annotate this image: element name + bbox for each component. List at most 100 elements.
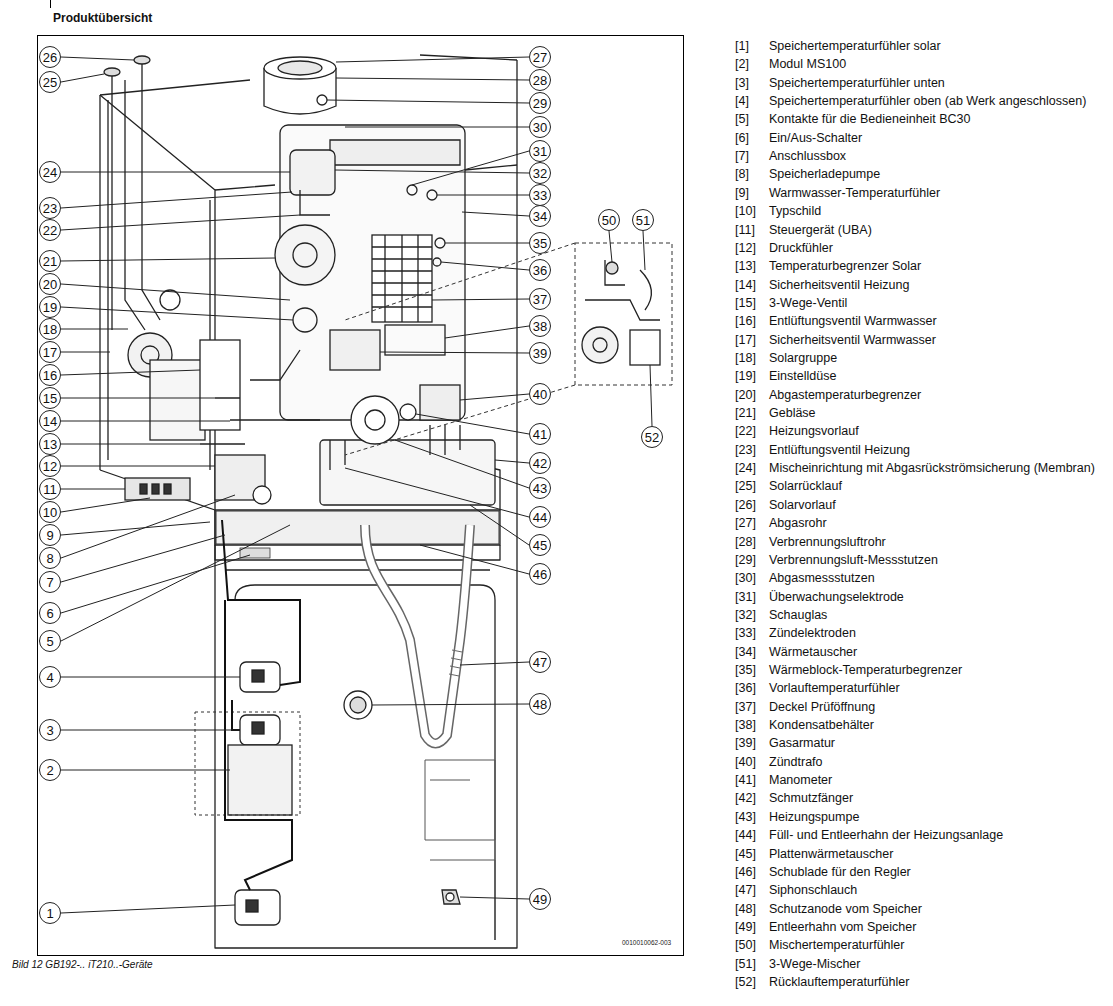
callout-number: 51 — [632, 209, 654, 231]
callout-number: 19 — [39, 296, 61, 318]
callout-text: 52 — [645, 431, 659, 444]
callout-text: 49 — [533, 893, 547, 906]
part-name: Gasarmatur — [769, 735, 835, 751]
callout-text: 13 — [43, 438, 57, 451]
key-number: [33] — [735, 625, 756, 641]
callout-number: 29 — [529, 92, 551, 114]
callout-number: 45 — [529, 534, 551, 556]
key-number: [24] — [735, 460, 756, 476]
callout-text: 10 — [43, 506, 57, 519]
callout-text: 34 — [533, 210, 547, 223]
callout-number: 4 — [39, 666, 61, 688]
callout-text: 50 — [602, 214, 616, 227]
key-number: [25] — [735, 478, 756, 494]
part-name: Temperaturbegrenzer Solar — [769, 258, 921, 274]
callout-text: 4 — [46, 671, 53, 684]
callout-number: 34 — [529, 205, 551, 227]
part-name: Modul MS100 — [769, 56, 846, 72]
callout-text: 11 — [43, 483, 57, 496]
part-name: Warmwasser-Temperaturfühler — [769, 185, 940, 201]
callout-text: 39 — [533, 347, 547, 360]
callout-number: 35 — [529, 232, 551, 254]
callout-number: 39 — [529, 342, 551, 364]
callout-number: 42 — [529, 452, 551, 474]
callout-text: 32 — [533, 167, 547, 180]
callout-number: 2 — [39, 759, 61, 781]
key-number: [48] — [735, 901, 756, 917]
key-number: [2] — [735, 56, 749, 72]
key-number: [31] — [735, 589, 756, 605]
key-number: [21] — [735, 405, 756, 421]
callout-text: 9 — [46, 529, 53, 542]
part-name: Sicherheitsventil Warmwasser — [769, 332, 936, 348]
callout-number: 37 — [529, 288, 551, 310]
part-name: Verbrennungsluft-Messstutzen — [769, 552, 938, 568]
callout-number: 26 — [39, 46, 61, 68]
callout-number: 20 — [39, 273, 61, 295]
callout-text: 45 — [533, 539, 547, 552]
callout-number: 24 — [39, 161, 61, 183]
callout-number: 30 — [529, 116, 551, 138]
key-number: [20] — [735, 387, 756, 403]
part-name: Füll- und Entleerhahn der Heizungsanlage — [769, 827, 1003, 843]
part-name: Speichertemperaturfühler unten — [769, 75, 945, 91]
callout-text: 6 — [46, 607, 53, 620]
part-name: Solarvorlauf — [769, 497, 836, 513]
callout-number: 5 — [39, 630, 61, 652]
callout-number: 33 — [529, 184, 551, 206]
key-number: [27] — [735, 515, 756, 531]
key-number: [47] — [735, 882, 756, 898]
part-name: Solargruppe — [769, 350, 837, 366]
part-name: Schublade für den Regler — [769, 864, 911, 880]
key-number: [17] — [735, 332, 756, 348]
key-number: [49] — [735, 919, 756, 935]
part-name: Abgastemperaturbegrenzer — [769, 387, 921, 403]
key-number: [8] — [735, 166, 749, 182]
callout-number: 13 — [39, 433, 61, 455]
part-name: Kondensatbehälter — [769, 717, 874, 733]
callout-number: 32 — [529, 162, 551, 184]
part-name: Sicherheitsventil Heizung — [769, 277, 909, 293]
key-number: [29] — [735, 552, 756, 568]
part-name: Typschild — [769, 203, 821, 219]
callout-number: 12 — [39, 455, 61, 477]
callout-number: 31 — [529, 140, 551, 162]
key-number: [38] — [735, 717, 756, 733]
callout-text: 43 — [533, 482, 547, 495]
part-name: Schmutzfänger — [769, 790, 853, 806]
part-name: Entleerhahn vom Speicher — [769, 919, 916, 935]
key-number: [34] — [735, 644, 756, 660]
part-name: Speichertemperaturfühler solar — [769, 38, 941, 54]
image-code: 0010010062-003 — [622, 939, 671, 947]
callout-text: 2 — [46, 764, 53, 777]
part-name: Mischeinrichtung mit Abgasrückströmsiche… — [769, 460, 1095, 476]
callout-text: 23 — [43, 202, 57, 215]
part-name: Manometer — [769, 772, 832, 788]
callout-number: 38 — [529, 315, 551, 337]
key-number: [36] — [735, 680, 756, 696]
key-number: [23] — [735, 442, 756, 458]
part-name: Speichertemperaturfühler oben (ab Werk a… — [769, 93, 1086, 109]
callout-number: 23 — [39, 197, 61, 219]
callout-text: 14 — [43, 415, 57, 428]
callout-number: 10 — [39, 501, 61, 523]
callout-number: 48 — [529, 693, 551, 715]
callout-number: 25 — [39, 71, 61, 93]
callout-number: 41 — [529, 423, 551, 445]
key-number: [1] — [735, 38, 749, 54]
callout-text: 5 — [46, 635, 53, 648]
part-name: Einstelldüse — [769, 368, 836, 384]
key-number: [44] — [735, 827, 756, 843]
callout-number: 16 — [39, 364, 61, 386]
part-name: Abgasmessstutzen — [769, 570, 875, 586]
callout-number: 8 — [39, 547, 61, 569]
part-name: Zündtrafo — [769, 754, 823, 770]
key-number: [11] — [735, 222, 755, 238]
callout-number: 36 — [529, 259, 551, 281]
callout-text: 17 — [43, 346, 57, 359]
callout-text: 20 — [43, 278, 57, 291]
callout-text: 38 — [533, 320, 547, 333]
part-name: Deckel Prüföffnung — [769, 699, 875, 715]
part-name: Überwachungselektrode — [769, 589, 904, 605]
